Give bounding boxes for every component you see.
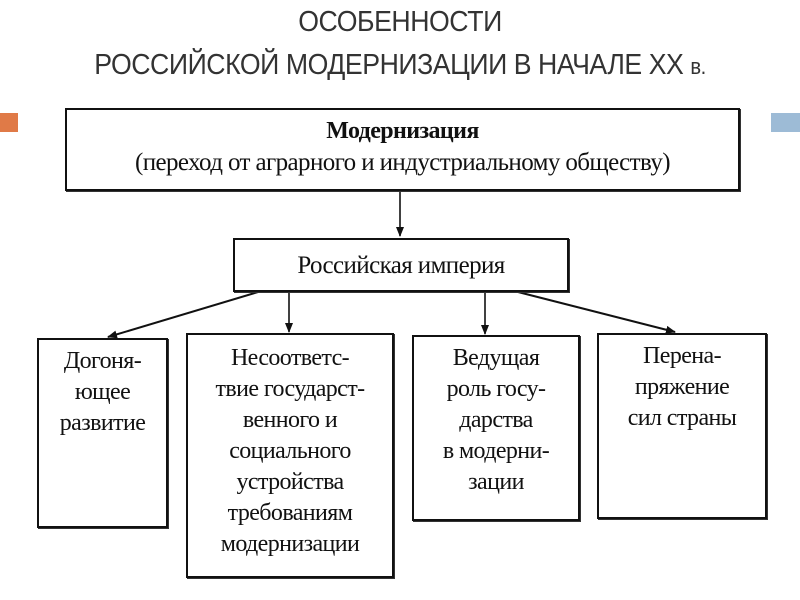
overstrain-box: Перена- пряжение сил страны <box>597 333 767 519</box>
box-line: Перена- <box>643 343 722 369</box>
box-line: сил страны <box>627 405 737 431</box>
box-line: твие государст- <box>215 376 366 402</box>
title-suffix: в. <box>690 54 706 79</box>
arrow-to-box-4 <box>517 291 676 334</box>
box-line: в модерни- <box>442 438 550 464</box>
box-line: устройства <box>236 469 344 495</box>
orange-accent-square <box>0 113 18 132</box>
modernization-heading: Модернизация <box>326 118 479 144</box>
arrow-to-box-1 <box>107 291 259 339</box>
box-line: требованиям <box>227 500 353 526</box>
box-line: ющее <box>74 379 131 405</box>
box-line: Ведущая <box>452 345 540 371</box>
box-line: роль госу- <box>446 376 546 402</box>
box-line: развитие <box>59 410 146 436</box>
catch-up-development-box: Догоня- ющее развитие <box>37 338 168 528</box>
russian-empire-box: Российская империя <box>233 238 569 292</box>
box-line: дарства <box>459 407 533 433</box>
modernization-box: Модернизация (переход от аграрного и инд… <box>65 108 740 191</box>
blue-accent-square <box>771 113 800 132</box>
box-line: модернизации <box>220 531 360 557</box>
box-line: Догоня- <box>63 348 142 374</box>
box-line: Несоответс- <box>230 345 350 371</box>
box-line: пряжение <box>634 374 730 400</box>
modernization-subtitle: (переход от аграрного и индустриальному … <box>135 149 671 176</box>
state-role-box: Ведущая роль госу- дарства в модерни- за… <box>412 335 580 521</box>
title-line-2: РОССИЙСКОЙ МОДЕРНИЗАЦИИ В НАЧАЛЕ XX в. <box>32 49 768 82</box>
box-line: зации <box>468 469 524 495</box>
mismatch-box: Несоответс- твие государст- венного и со… <box>186 333 394 578</box>
box-line: социального <box>229 438 351 464</box>
title-line-1: ОСОБЕННОСТИ <box>298 6 502 38</box>
box-line: венного и <box>242 407 338 433</box>
title-line-2-text: РОССИЙСКОЙ МОДЕРНИЗАЦИИ В НАЧАЛЕ XX <box>94 49 684 81</box>
